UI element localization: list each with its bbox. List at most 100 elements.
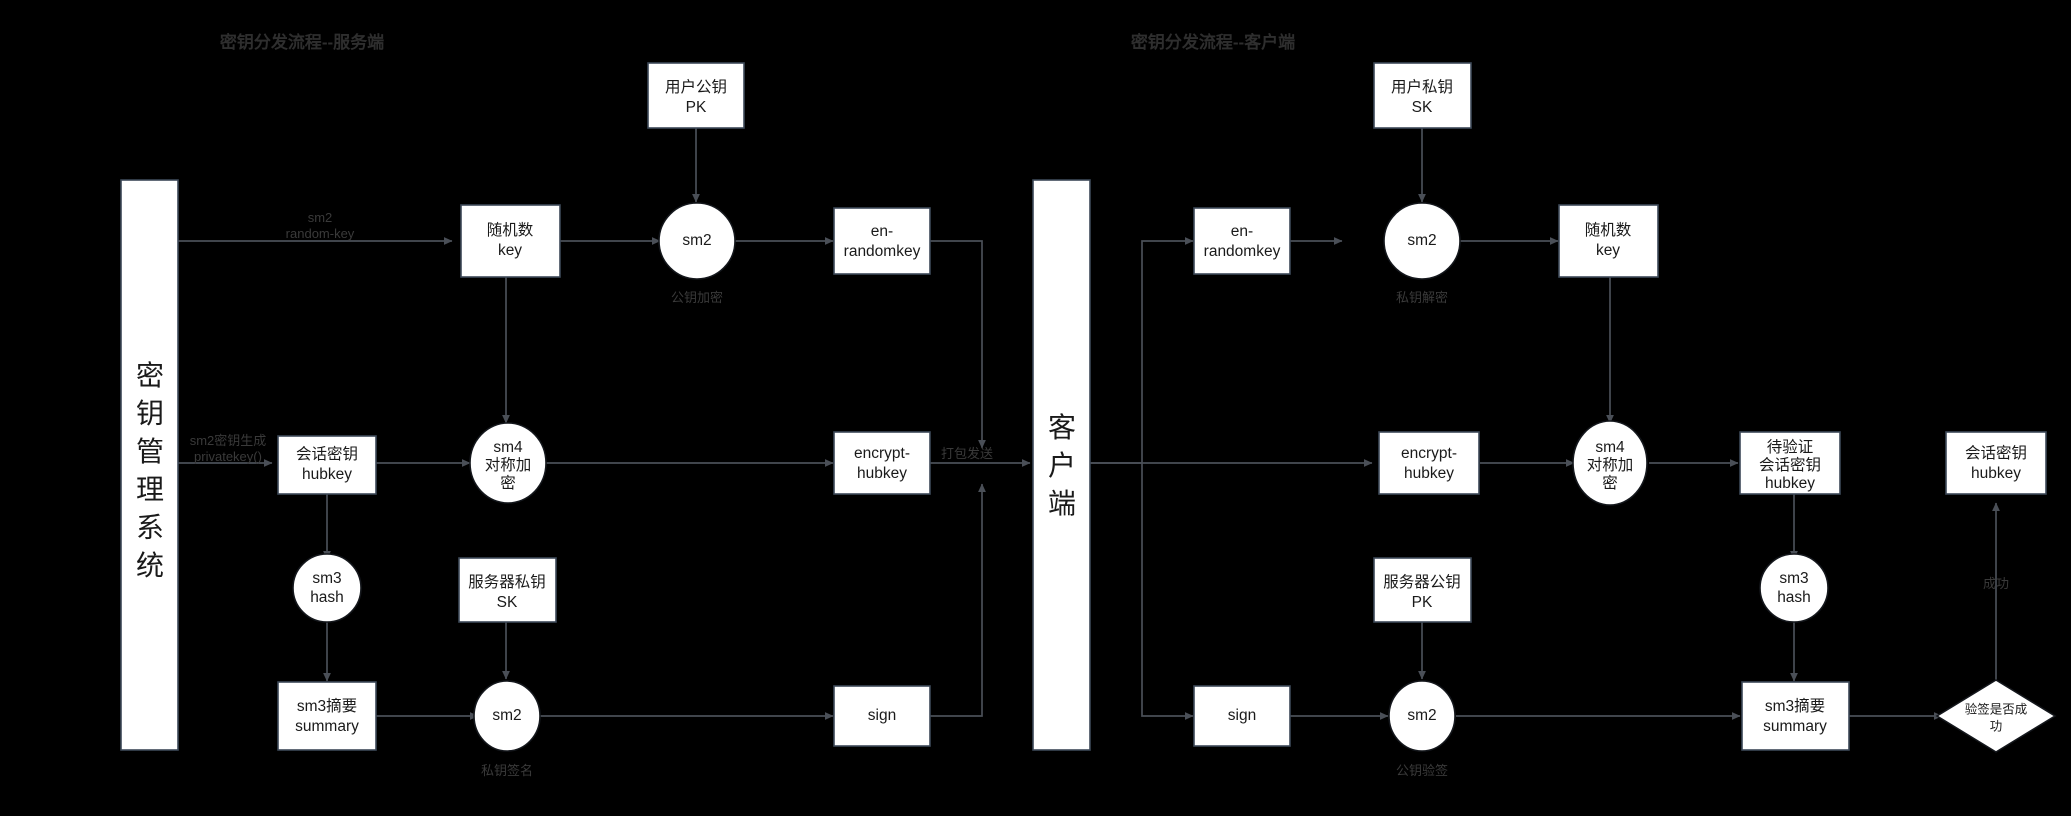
server-node-session-key[interactable]: 会话密钥 hubkey	[277, 435, 377, 495]
client-en-randomkey-line2: randomkey	[1204, 243, 1281, 260]
server-lane-label-c1: 密	[136, 360, 164, 391]
server-lane-box	[120, 179, 179, 751]
server-lane: 密 钥 管 理 系 统	[120, 179, 179, 751]
client-sm4-decrypt-line2: 对称加	[1587, 456, 1634, 474]
server-lane-label-c2: 钥	[136, 398, 164, 429]
edge-sign-to-junction	[882, 483, 986, 717]
server-sm3-hash-line2: hash	[310, 589, 344, 606]
client-caption-public-key-verify: 公钥验签	[1396, 763, 1448, 778]
client-node-sm3-summary[interactable]: sm3摘要 summary	[1741, 681, 1850, 751]
client-encrypt-hubkey-line2: hubkey	[1404, 465, 1454, 482]
client-session-key-line2: hubkey	[1971, 465, 2021, 482]
client-node-session-key[interactable]: 会话密钥 hubkey	[1945, 431, 2047, 495]
client-lane-label-c2: 户	[1048, 450, 1076, 481]
client-session-key-line1: 会话密钥	[1965, 444, 2027, 462]
server-edge-label-randomkey-line2: random-key	[286, 226, 355, 241]
client-node-en-randomkey[interactable]: en- randomkey	[1193, 207, 1291, 275]
client-node-verify-decision[interactable]: 验签是否成 功	[1935, 679, 2057, 753]
client-caption-private-key-decrypt: 私钥解密	[1396, 290, 1448, 305]
server-session-key-line1: 会话密钥	[296, 445, 358, 463]
server-random-number-line2: key	[498, 242, 522, 259]
server-node-sm3-hash[interactable]: sm3 hash	[292, 553, 362, 623]
server-en-randomkey-line1: en-	[871, 223, 893, 240]
server-user-public-key-line2: PK	[686, 99, 707, 116]
client-encrypt-hubkey-line1: encrypt-	[1401, 445, 1457, 462]
client-verify-decision-line2: 功	[1990, 719, 2003, 733]
client-pending-session-key-line2: 会话密钥	[1759, 456, 1821, 474]
client-node-sm2-verify[interactable]: sm2	[1388, 680, 1456, 752]
client-sm3-hash-line2: hash	[1777, 589, 1811, 606]
server-lane-label-c5: 系	[136, 512, 164, 543]
client-node-random-number[interactable]: 随机数 key	[1558, 204, 1659, 278]
server-title: 密钥分发流程--服务端	[220, 32, 384, 52]
server-session-key-line2: hubkey	[302, 466, 352, 483]
server-node-sm3-summary[interactable]: sm3摘要 summary	[277, 681, 377, 751]
client-node-encrypt-hubkey[interactable]: encrypt- hubkey	[1378, 431, 1480, 495]
server-node-sm2-encrypt[interactable]: sm2	[658, 202, 736, 280]
client-edges	[1090, 128, 2000, 720]
server-user-public-key-line1: 用户公钥	[665, 78, 727, 96]
client-title: 密钥分发流程--客户端	[1131, 32, 1295, 52]
client-lane: 客 户 端	[1032, 179, 1091, 751]
server-sm4-encrypt-line1: sm4	[493, 439, 523, 456]
server-sm4-encrypt-line2: 对称加	[485, 456, 532, 474]
client-sm2-decrypt-label: sm2	[1407, 232, 1436, 249]
client-random-number-line2: key	[1596, 242, 1620, 259]
client-user-private-key-line2: SK	[1412, 99, 1433, 116]
client-en-randomkey-line1: en-	[1231, 223, 1253, 240]
server-edge-label-keygen-line1: sm2密钥生成	[190, 433, 267, 448]
client-node-sm4-decrypt[interactable]: sm4 对称加 密	[1572, 420, 1648, 506]
client-random-number-line1: 随机数	[1585, 221, 1632, 239]
client-lane-label-c3: 端	[1048, 488, 1076, 519]
client-sm2-verify-label: sm2	[1407, 707, 1436, 724]
server-node-sign[interactable]: sign	[833, 685, 931, 747]
client-node-user-private-key[interactable]: 用户私钥 SK	[1373, 62, 1472, 129]
client-pending-session-key-line3: hubkey	[1765, 475, 1815, 492]
server-en-randomkey-line2: randomkey	[844, 243, 921, 260]
server-node-sm4-encrypt[interactable]: sm4 对称加 密	[469, 422, 547, 504]
server-sm4-encrypt-line3: 密	[500, 474, 516, 492]
server-sm3-hash-line1: sm3	[312, 570, 341, 587]
client-sm3-summary-line1: sm3摘要	[1765, 697, 1825, 715]
server-random-number-line1: 随机数	[487, 221, 534, 239]
server-caption-private-key-sign: 私钥签名	[481, 763, 533, 778]
client-node-server-public-key[interactable]: 服务器公钥 PK	[1373, 557, 1472, 623]
client-pending-session-key-line1: 待验证	[1767, 438, 1814, 456]
edge-client-to-enrandomkey	[1090, 237, 1194, 464]
server-edge-label-randomkey-line1: sm2	[308, 210, 333, 225]
client-node-sm3-hash[interactable]: sm3 hash	[1759, 553, 1829, 623]
client-node-pending-session-key[interactable]: 待验证 会话密钥 hubkey	[1739, 431, 1841, 495]
server-private-key-line1: 服务器私钥	[468, 573, 546, 591]
client-lane-box	[1032, 179, 1091, 751]
server-node-en-randomkey[interactable]: en- randomkey	[833, 207, 931, 275]
client-server-public-key-line1: 服务器公钥	[1383, 573, 1461, 591]
client-lane-label-c1: 客	[1048, 412, 1076, 443]
server-node-random-number[interactable]: 随机数 key	[460, 204, 561, 278]
server-encrypt-hubkey-line2: hubkey	[857, 465, 907, 482]
client-node-sm2-decrypt[interactable]: sm2	[1383, 202, 1461, 280]
client-node-sign[interactable]: sign	[1193, 685, 1291, 747]
server-node-sm2-sign[interactable]: sm2	[473, 680, 541, 752]
client-user-private-key-line1: 用户私钥	[1391, 78, 1453, 96]
server-sm2-encrypt-label: sm2	[682, 232, 711, 249]
server-node-encrypt-hubkey[interactable]: encrypt- hubkey	[833, 431, 931, 495]
server-edge-label-keygen-line2: privatekey()	[194, 449, 262, 464]
edge-client-to-sign	[1141, 463, 1194, 720]
server-node-user-public-key[interactable]: 用户公钥 PK	[647, 62, 745, 129]
server-encrypt-hubkey-line1: encrypt-	[854, 445, 910, 462]
client-verify-decision-line1: 验签是否成	[1965, 701, 2028, 716]
server-node-server-private-key[interactable]: 服务器私钥 SK	[458, 557, 557, 623]
client-sign-label: sign	[1228, 707, 1256, 724]
client-server-public-key-line2: PK	[1412, 594, 1433, 611]
server-private-key-line2: SK	[497, 594, 518, 611]
server-caption-public-key-encrypt: 公钥加密	[671, 290, 723, 305]
client-sm4-decrypt-line1: sm4	[1595, 439, 1625, 456]
server-edge-label-package-send: 打包发送	[941, 446, 993, 461]
client-edge-label-success: 成功	[1983, 576, 2009, 591]
server-sm3-summary-line1: sm3摘要	[297, 697, 357, 715]
server-lane-label-c3: 管	[136, 436, 164, 467]
client-sm3-hash-line1: sm3	[1779, 570, 1808, 587]
client-sm4-decrypt-line3: 密	[1602, 474, 1618, 492]
